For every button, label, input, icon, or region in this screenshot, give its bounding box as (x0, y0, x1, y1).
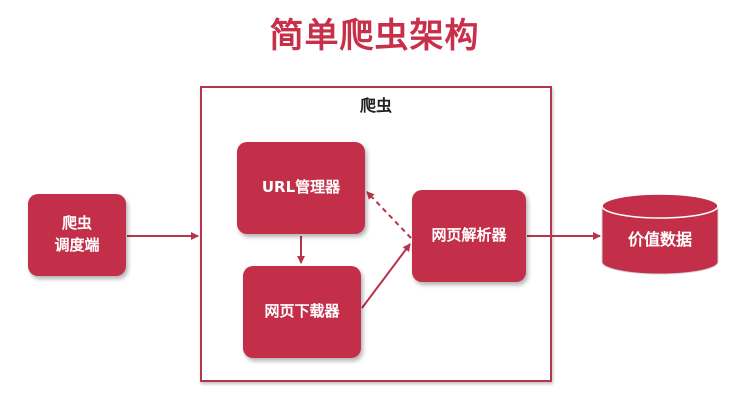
url-manager-label: URL管理器 (261, 178, 341, 197)
arrow-parser-to-url-dashed (366, 191, 412, 239)
url-manager-node: URL管理器 (237, 142, 365, 234)
valuable-data-label: 价值数据 (628, 230, 692, 249)
downloader-label: 网页下载器 (264, 302, 340, 321)
scheduler-line2: 调度端 (54, 236, 100, 254)
downloader-node: 网页下载器 (243, 266, 361, 358)
parser-node: 网页解析器 (412, 190, 526, 282)
arrow-downloader-to-parser (361, 243, 411, 309)
spider-scheduler-node: 爬虫 调度端 (28, 194, 126, 276)
spider-frame-label: 爬虫 (359, 96, 392, 115)
database-cylinder-icon (601, 193, 719, 275)
parser-label: 网页解析器 (431, 226, 507, 245)
scheduler-line1: 爬虫 (61, 214, 92, 233)
page-title: 简单爬虫架构 (269, 16, 480, 56)
